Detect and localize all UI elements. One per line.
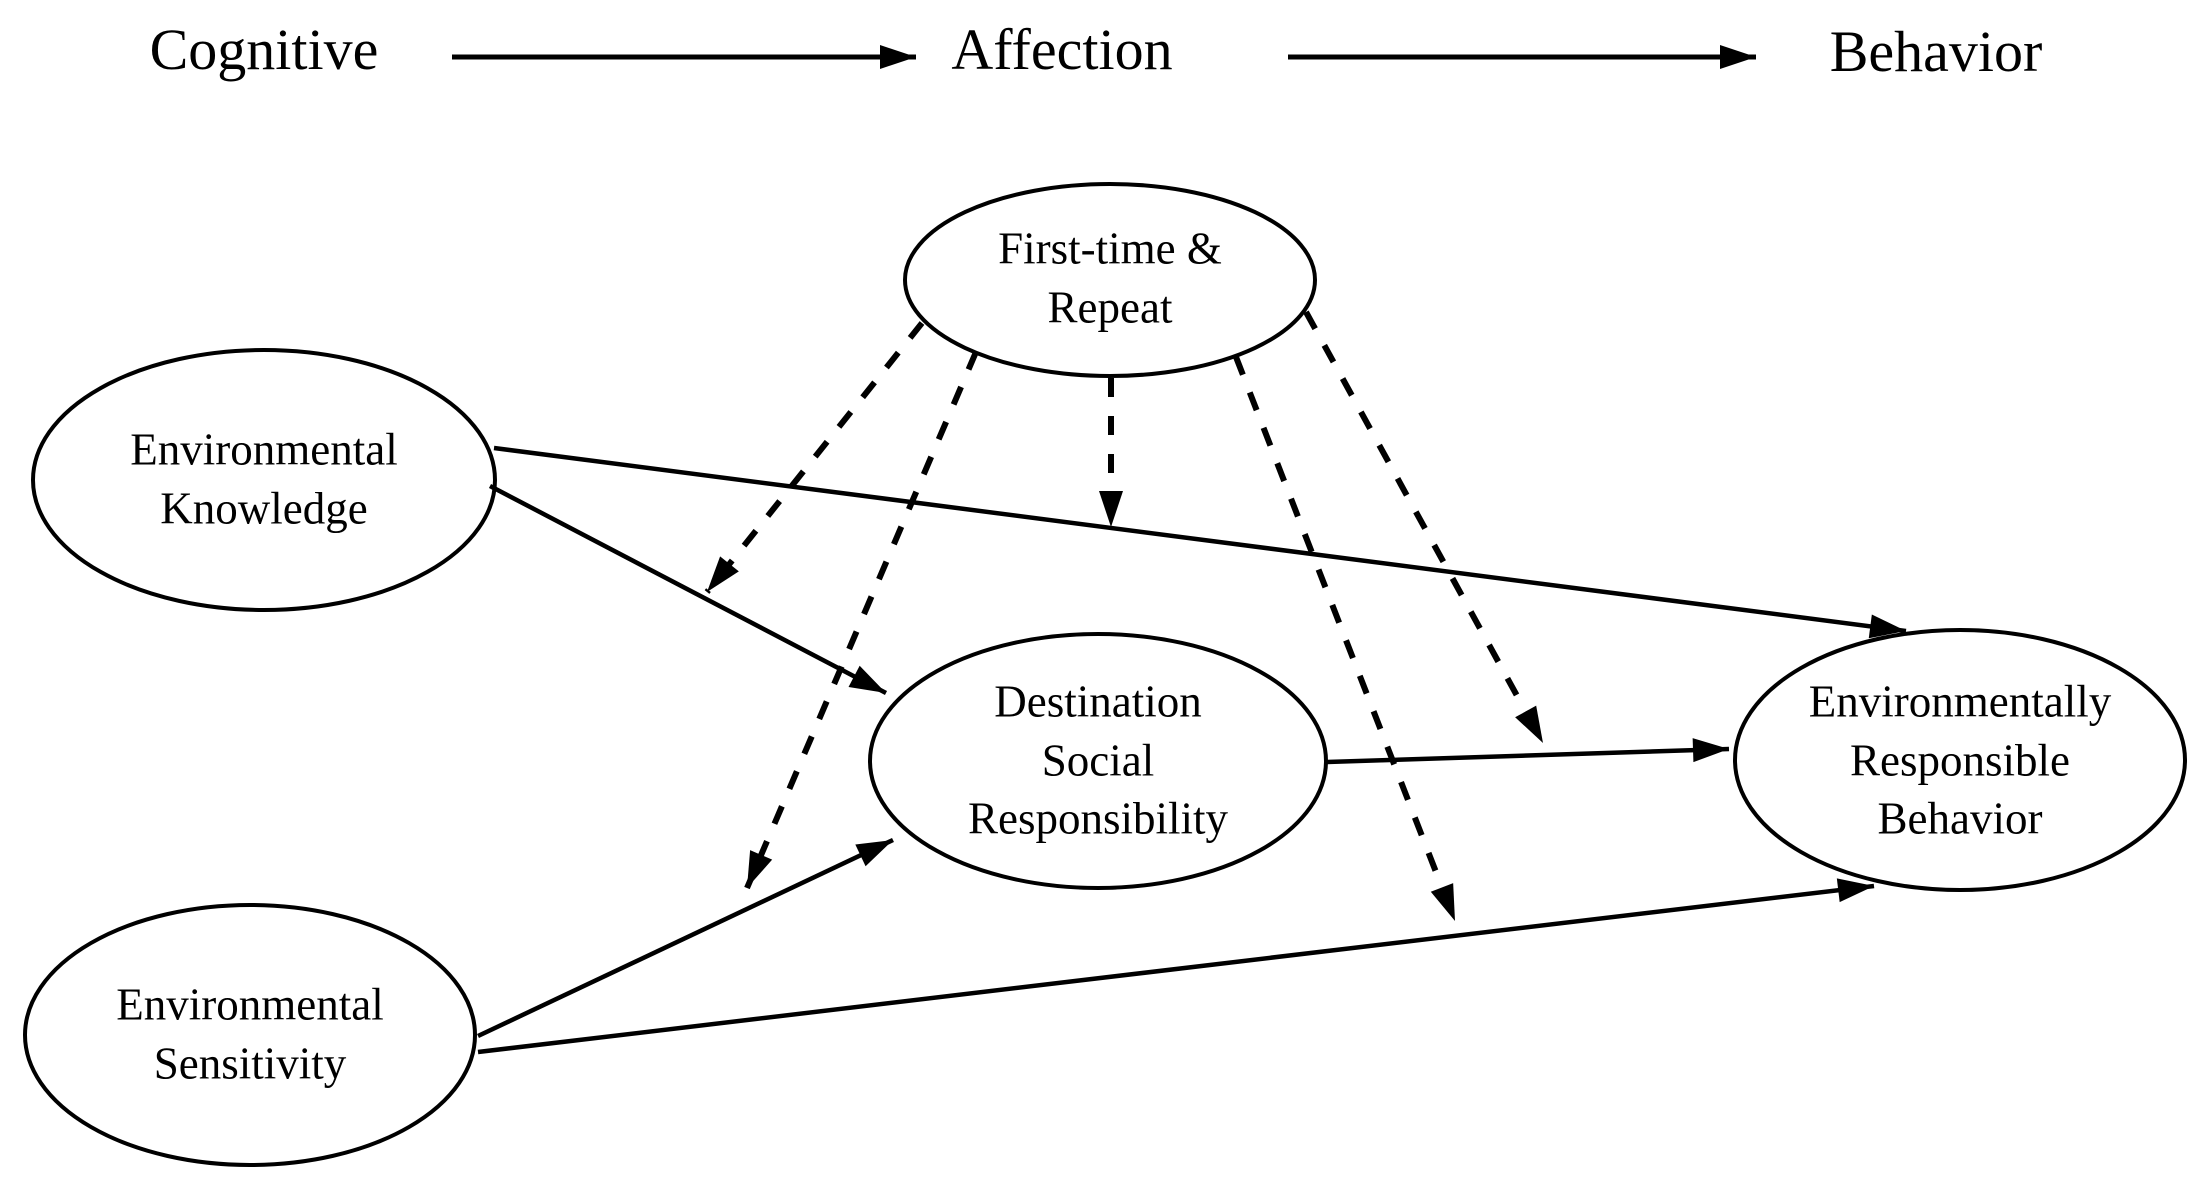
edge-knowledge-to-erb <box>493 445 1907 639</box>
node-ellipse-environmental-knowledge <box>31 348 497 612</box>
node-ellipse-destination-social-responsibility <box>868 632 1328 890</box>
node-ellipse-environmentally-responsible-behavior <box>1733 628 2187 892</box>
moderation-arrow-on-sensitivity-erb-path <box>1233 355 1458 923</box>
node-label-first-time-repeat: First-time & Repeat <box>998 223 1222 333</box>
node-label-environmentally-responsible-behavior: Environmentally Responsible Behavior <box>1808 676 2112 844</box>
stage-label-behavior: Behavior <box>1829 19 2043 84</box>
edge-sensitivity-to-erb <box>477 878 1875 1055</box>
stage-label-cognitive: Cognitive <box>149 17 379 82</box>
node-label-destination-social-responsibility: Destination Social Responsibility <box>967 676 1229 844</box>
moderation-arrow-on-dsr-erb-path <box>1303 310 1546 745</box>
edge-knowledge-to-dsr <box>488 484 888 695</box>
node-label-environmental-knowledge: Environmental Knowledge <box>130 424 398 534</box>
stage-label-affection: Affection <box>951 17 1173 82</box>
node-label-environmental-sensitivity: Environmental Sensitivity <box>116 979 384 1089</box>
edge-sensitivity-to-dsr <box>477 837 894 1039</box>
node-ellipse-environmental-sensitivity <box>23 903 477 1167</box>
moderation-arrow-on-knowledge-dsr-path <box>704 321 925 594</box>
node-ellipse-first-time-repeat <box>903 182 1317 378</box>
